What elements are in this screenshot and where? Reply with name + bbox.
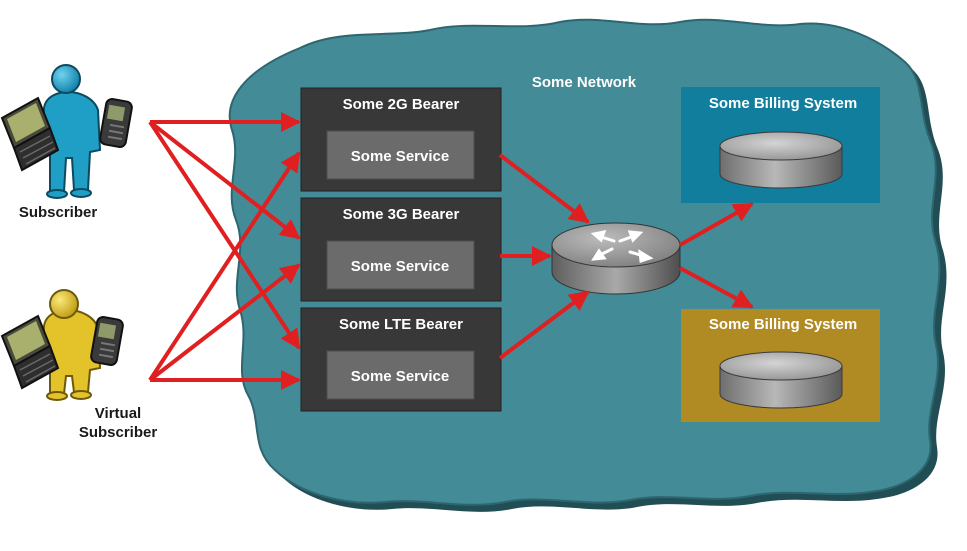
bearer-3g: Some 3G Bearer Some Service <box>300 197 502 302</box>
phone-icon <box>90 316 124 366</box>
phone-icon <box>99 98 133 148</box>
person-icon <box>40 289 102 401</box>
billing-label: Some Billing System <box>709 95 857 112</box>
bearer-title: Some LTE Bearer <box>339 316 463 333</box>
database-icon <box>719 351 843 409</box>
person-icon <box>40 64 102 199</box>
service-label: Some Service <box>351 148 449 165</box>
service-box <box>326 240 475 290</box>
billing-label: Some Billing System <box>709 316 857 333</box>
bearer-title: Some 2G Bearer <box>343 96 460 113</box>
network-label: Some Network <box>532 74 637 91</box>
database-icon <box>719 131 843 189</box>
subscriber-label: Subscriber <box>19 204 98 221</box>
service-label: Some Service <box>351 368 449 385</box>
service-box <box>326 130 475 180</box>
arrow <box>148 151 301 382</box>
arrow <box>148 263 301 382</box>
laptop-icon <box>0 314 60 390</box>
laptop-icon <box>0 96 60 172</box>
arrow <box>148 120 301 240</box>
bearer-lte: Some LTE Bearer Some Service <box>300 307 502 412</box>
arrow <box>679 266 754 309</box>
arrow <box>498 290 590 360</box>
bearer-title: Some 3G Bearer <box>343 206 460 223</box>
subscriber-figure: Subscriber <box>0 64 133 221</box>
virtual-subscriber-label-line2: Subscriber <box>79 424 158 441</box>
virtual-subscriber-figure: Virtual Subscriber <box>0 289 158 441</box>
billing-system-1: Some Billing System <box>681 87 880 203</box>
arrow <box>679 202 754 247</box>
router-icon <box>551 222 681 295</box>
arrow <box>498 153 590 224</box>
bearer-2g: Some 2G Bearer Some Service <box>300 87 502 192</box>
service-label: Some Service <box>351 258 449 275</box>
virtual-subscriber-label-line1: Virtual <box>95 405 141 422</box>
connection-arrows <box>148 112 754 390</box>
service-box <box>326 350 475 400</box>
billing-system-2: Some Billing System <box>681 309 880 422</box>
arrow <box>148 120 301 350</box>
